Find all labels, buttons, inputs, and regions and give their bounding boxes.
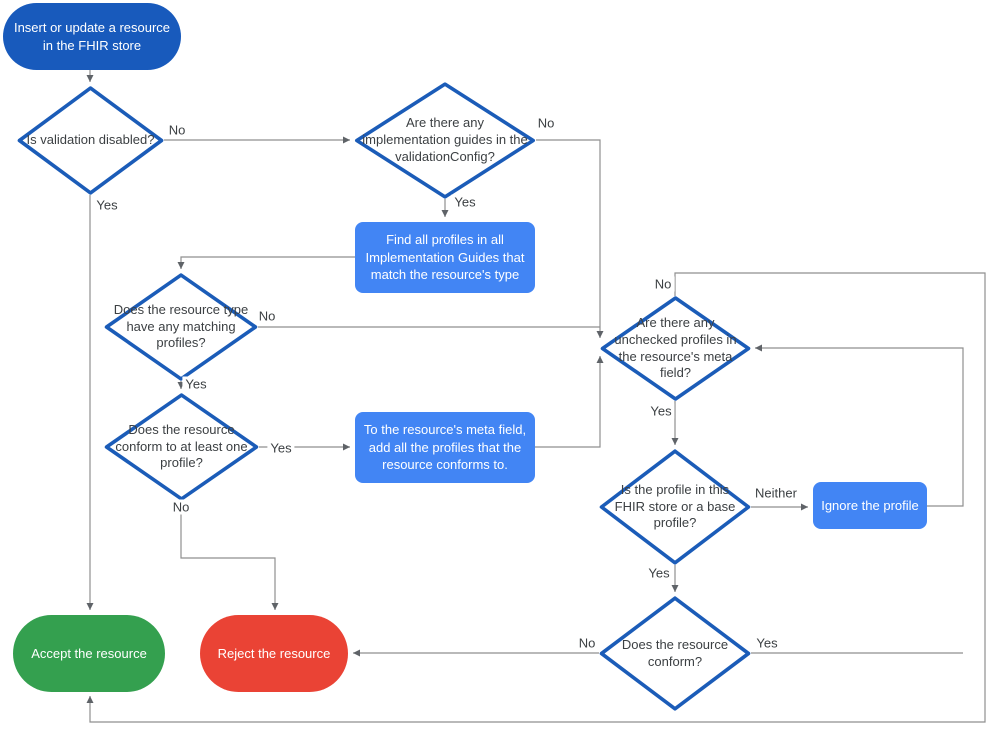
diamond-shape: [600, 597, 750, 710]
diamond-shape: [355, 83, 535, 198]
edge-label-guides-no: No: [534, 115, 558, 131]
edge-unchecked-no-loop: [86, 272, 986, 723]
edge-conform-one-no: [180, 501, 279, 610]
edge-meta-to-unchecked: [535, 356, 604, 448]
decision-profile-in-store: Is the profile in this FHIR store or a b…: [600, 450, 750, 564]
edge-guides-no: [536, 139, 604, 338]
process-add-to-meta-label: To the resource's meta field, add all th…: [363, 422, 527, 473]
diamond-shape: [601, 297, 750, 400]
edge-label-conform-one-yes: Yes: [267, 440, 295, 456]
start-node: Insert or update a resource in the FHIR …: [3, 3, 181, 70]
decision-resource-conform: Does the resource conform?: [600, 597, 750, 710]
reject-node-label: Reject the resource: [217, 645, 331, 661]
process-ignore-profile: Ignore the profile: [813, 482, 927, 529]
edge-label-validation-yes: Yes: [93, 197, 121, 213]
process-add-to-meta: To the resource's meta field, add all th…: [355, 412, 535, 483]
edge-label-conform-yes: Yes: [753, 635, 781, 651]
diamond-shape: [18, 87, 163, 194]
decision-profile-in-store-label: Is the profile in this FHIR store or a b…: [614, 481, 736, 531]
reject-node: Reject the resource: [200, 615, 348, 692]
decision-conform-one-profile-label: Does the resource conform to at least on…: [115, 421, 248, 471]
edge-label-profile-neither: Neither: [752, 485, 800, 501]
diamond-shape: [600, 450, 750, 564]
decision-resource-conform-label: Does the resource conform?: [621, 636, 729, 669]
decision-unchecked-profiles-label: Are there any unchecked profiles in the …: [614, 314, 737, 381]
edge-label-unchecked-yes: Yes: [647, 403, 675, 419]
decision-conform-one-profile: Does the resource conform to at least on…: [105, 394, 258, 500]
edge-label-profile-yes: Yes: [645, 565, 673, 581]
edge-label-conform-one-no: No: [169, 499, 193, 515]
process-find-profiles: Find all profiles in all Implementation …: [355, 222, 535, 293]
decision-matching-profiles: Does the resource type have any matching…: [105, 274, 257, 380]
decision-implementation-guides-label: Are there any implementation guides in t…: [362, 115, 528, 164]
edge-label-guides-yes: Yes: [451, 194, 479, 210]
start-node-label: Insert or update a resource in the FHIR …: [13, 19, 171, 53]
edge-find-to-matching: [177, 256, 355, 269]
decision-matching-profiles-label: Does the resource type have any matching…: [113, 301, 249, 351]
edge-label-unchecked-no: No: [651, 276, 675, 292]
edge-label-matching-no: No: [255, 308, 279, 324]
accept-node: Accept the resource: [13, 615, 165, 692]
decision-validation-disabled: Is validation disabled?: [18, 87, 163, 194]
edge-label-conform-no: No: [575, 635, 599, 651]
accept-node-label: Accept the resource: [31, 645, 147, 661]
diamond-shape: [105, 274, 257, 380]
decision-implementation-guides: Are there any implementation guides in t…: [355, 83, 535, 198]
process-find-profiles-label: Find all profiles in all Implementation …: [365, 232, 525, 283]
decision-validation-disabled-label: Is validation disabled?: [26, 132, 155, 148]
edge-label-matching-yes: Yes: [182, 376, 210, 392]
process-ignore-profile-label: Ignore the profile: [821, 497, 919, 513]
decision-unchecked-profiles: Are there any unchecked profiles in the …: [601, 297, 750, 400]
edge-label-validation-no: No: [165, 122, 189, 138]
edge-ignore-loop: [755, 344, 964, 507]
diamond-shape: [105, 394, 258, 500]
